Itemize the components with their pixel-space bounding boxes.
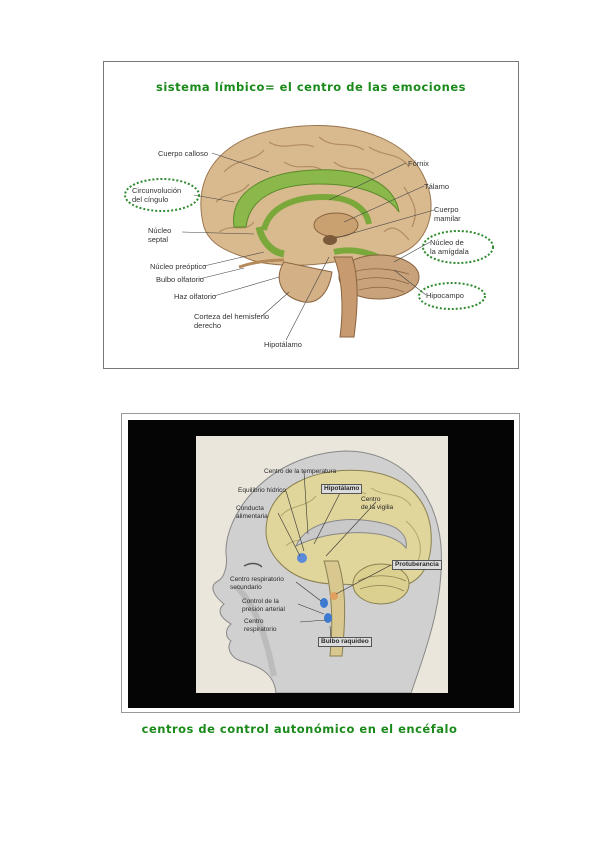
label-talamo: Tálamo (424, 182, 450, 191)
septal-area (255, 226, 285, 258)
olfactory-tract (238, 258, 285, 269)
label-haz-olfatorio: Haz olfatorio (174, 292, 217, 301)
cerebellum-2 (352, 563, 410, 605)
photo-frame: Centro de la temperatura Equilibrio hídr… (128, 420, 514, 708)
hypothalamus-center (297, 553, 307, 563)
label-centro-respiratorio: Centro respiratorio (244, 618, 277, 633)
label-cuerpo-calloso: Cuerpo calloso (158, 149, 209, 158)
label-circunvolucion: Circunvolución del cíngulo (132, 186, 182, 204)
brain-sagittal-illustration (124, 125, 494, 341)
label-equilibrio-hidrico: Equilibrio hídrico (238, 487, 287, 494)
cerebellum (338, 254, 420, 300)
label-hipotalamo-1: Hipotálamo (264, 340, 302, 349)
label-conducta-alimentaria: Conducta alimentaria (236, 505, 268, 520)
thalamus (313, 212, 359, 238)
limbic-system-title: sistema límbico= el centro de las emocio… (156, 80, 466, 94)
fornix (261, 193, 372, 231)
label-hipotalamo-2: Hipotálamo (321, 484, 363, 494)
eye (243, 562, 263, 568)
label-protuberancia: Protuberancia (392, 560, 442, 570)
label-centro-temperatura: Centro de la temperatura (264, 468, 337, 475)
label-bulbo-olfatorio: Bulbo olfatorio (156, 275, 204, 284)
label-fornix: Fórnix (408, 159, 429, 168)
label-corteza: Corteza del hemisferio derecho (194, 312, 270, 330)
autonomic-centers-panel: Centro de la temperatura Equilibrio hídr… (121, 413, 520, 713)
head-cross-section-illustration: Centro de la temperatura Equilibrio hídr… (196, 436, 448, 693)
label-control-presion: Control de la presión arterial (242, 598, 285, 613)
label-bulbo-raquideo: Bulbo raquídeo (318, 637, 372, 647)
brainstem-2 (323, 560, 346, 657)
label-hipocampo: Hipocampo (426, 291, 464, 300)
label-nucleo-septal: Núcleo septal (148, 226, 172, 244)
medulla-center-2 (324, 613, 332, 623)
limbic-system-panel: sistema límbico= el centro de las emocio… (103, 61, 519, 369)
label-cuerpo-mamilar: Cuerpo mamilar (434, 205, 461, 223)
hippocampus-highlight-oval (418, 282, 486, 310)
pons-center (330, 592, 338, 600)
label-centro-respiratorio-secundario: Centro respiratorio secundario (230, 576, 284, 591)
corpus-callosum (295, 519, 407, 550)
label-nucleo-amigdala: Núcleo de la amígdala (430, 238, 469, 256)
medulla-center-1 (320, 598, 328, 608)
label-centro-vigilia: Centro de la vigilia (361, 496, 394, 511)
autonomic-centers-title: centros de control autonómico en el encé… (141, 722, 458, 736)
temporal-lobe (278, 261, 333, 303)
gyri-texture (215, 136, 416, 241)
cingulate-gyrus (233, 169, 400, 228)
brainstem (333, 256, 358, 338)
cingulate-highlight-oval (124, 178, 200, 212)
leader-lines-2 (277, 471, 392, 640)
amygdala-highlight-oval (422, 230, 494, 264)
label-nucleo-preoptico: Núcleo preóptico (150, 262, 207, 271)
head-svg (212, 450, 442, 693)
mammillary-body (323, 235, 337, 245)
